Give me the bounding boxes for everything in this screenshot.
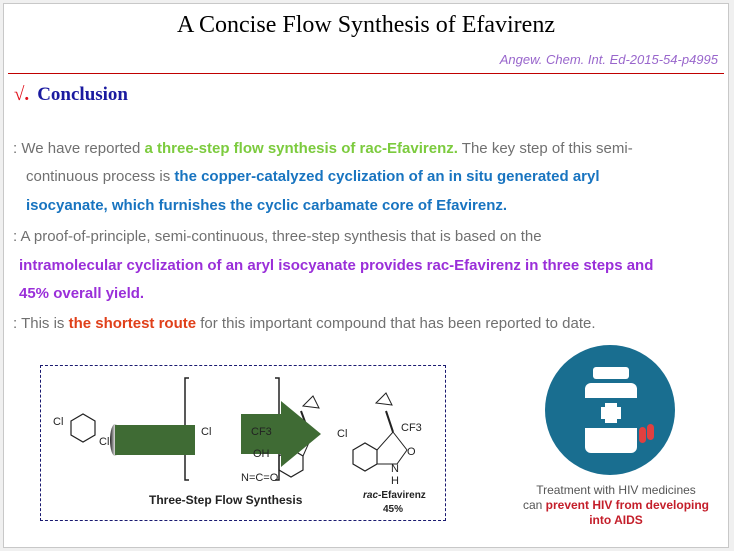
bottle-drawing [585, 367, 654, 453]
point-line: intramolecular cyclization of an aryl is… [19, 257, 654, 274]
product-yield: 45% [383, 504, 404, 515]
hiv-caption-line: can prevent HIV from developing [522, 498, 710, 512]
hiv-caption-line: Treatment with HIV medicines [536, 483, 696, 497]
point-line: : A proof-of-principle, semi-continuous,… [13, 228, 542, 245]
scheme-caption: Three-Step Flow Synthesis [149, 493, 303, 507]
medicine-bottle-icon [545, 345, 675, 475]
section-heading: √. Conclusion [14, 84, 128, 106]
point-line: continuous process is the copper-catalyz… [26, 168, 600, 185]
flow-tube [115, 425, 195, 455]
atom-label: CF3 [401, 422, 422, 434]
atom-label: O [407, 446, 416, 458]
atom-label: Cl [99, 436, 110, 448]
atom-label: Cl [53, 416, 64, 428]
point-line: 45% overall yield. [19, 285, 145, 302]
atom-label: Cl [337, 428, 348, 440]
atom-label: N=C=O [241, 472, 279, 484]
citation: Angew. Chem. Int. Ed-2015-54-p4995 [499, 52, 718, 67]
slide-title: A Concise Flow Synthesis of Efavirenz [177, 12, 555, 38]
atom-label: H [391, 475, 399, 487]
atom-label: Cl [201, 426, 212, 438]
point-line: : This is the shortest route for this im… [13, 315, 596, 332]
hiv-caption-line: into AIDS [589, 513, 643, 527]
hiv-caption: Treatment with HIV medicines can prevent… [510, 483, 722, 528]
atom-label: N [391, 463, 399, 475]
atom-label: OH [253, 448, 270, 460]
atom-label: CF3 [251, 426, 272, 438]
point-line: : We have reported a three-step flow syn… [13, 140, 633, 157]
synthesis-scheme: Cl Cl Cl CF3 OH N=C=O Cl CF3 O N H Three… [40, 365, 446, 521]
scheme-drawing [70, 377, 408, 481]
check-icon: √. [14, 84, 30, 105]
slide: A Concise Flow Synthesis of Efavirenz An… [3, 3, 729, 548]
divider [8, 73, 724, 74]
point-line: isocyanate, which furnishes the cyclic c… [26, 197, 508, 214]
product-name: rac-Efavirenz [363, 490, 426, 501]
section-label: Conclusion [37, 84, 128, 105]
